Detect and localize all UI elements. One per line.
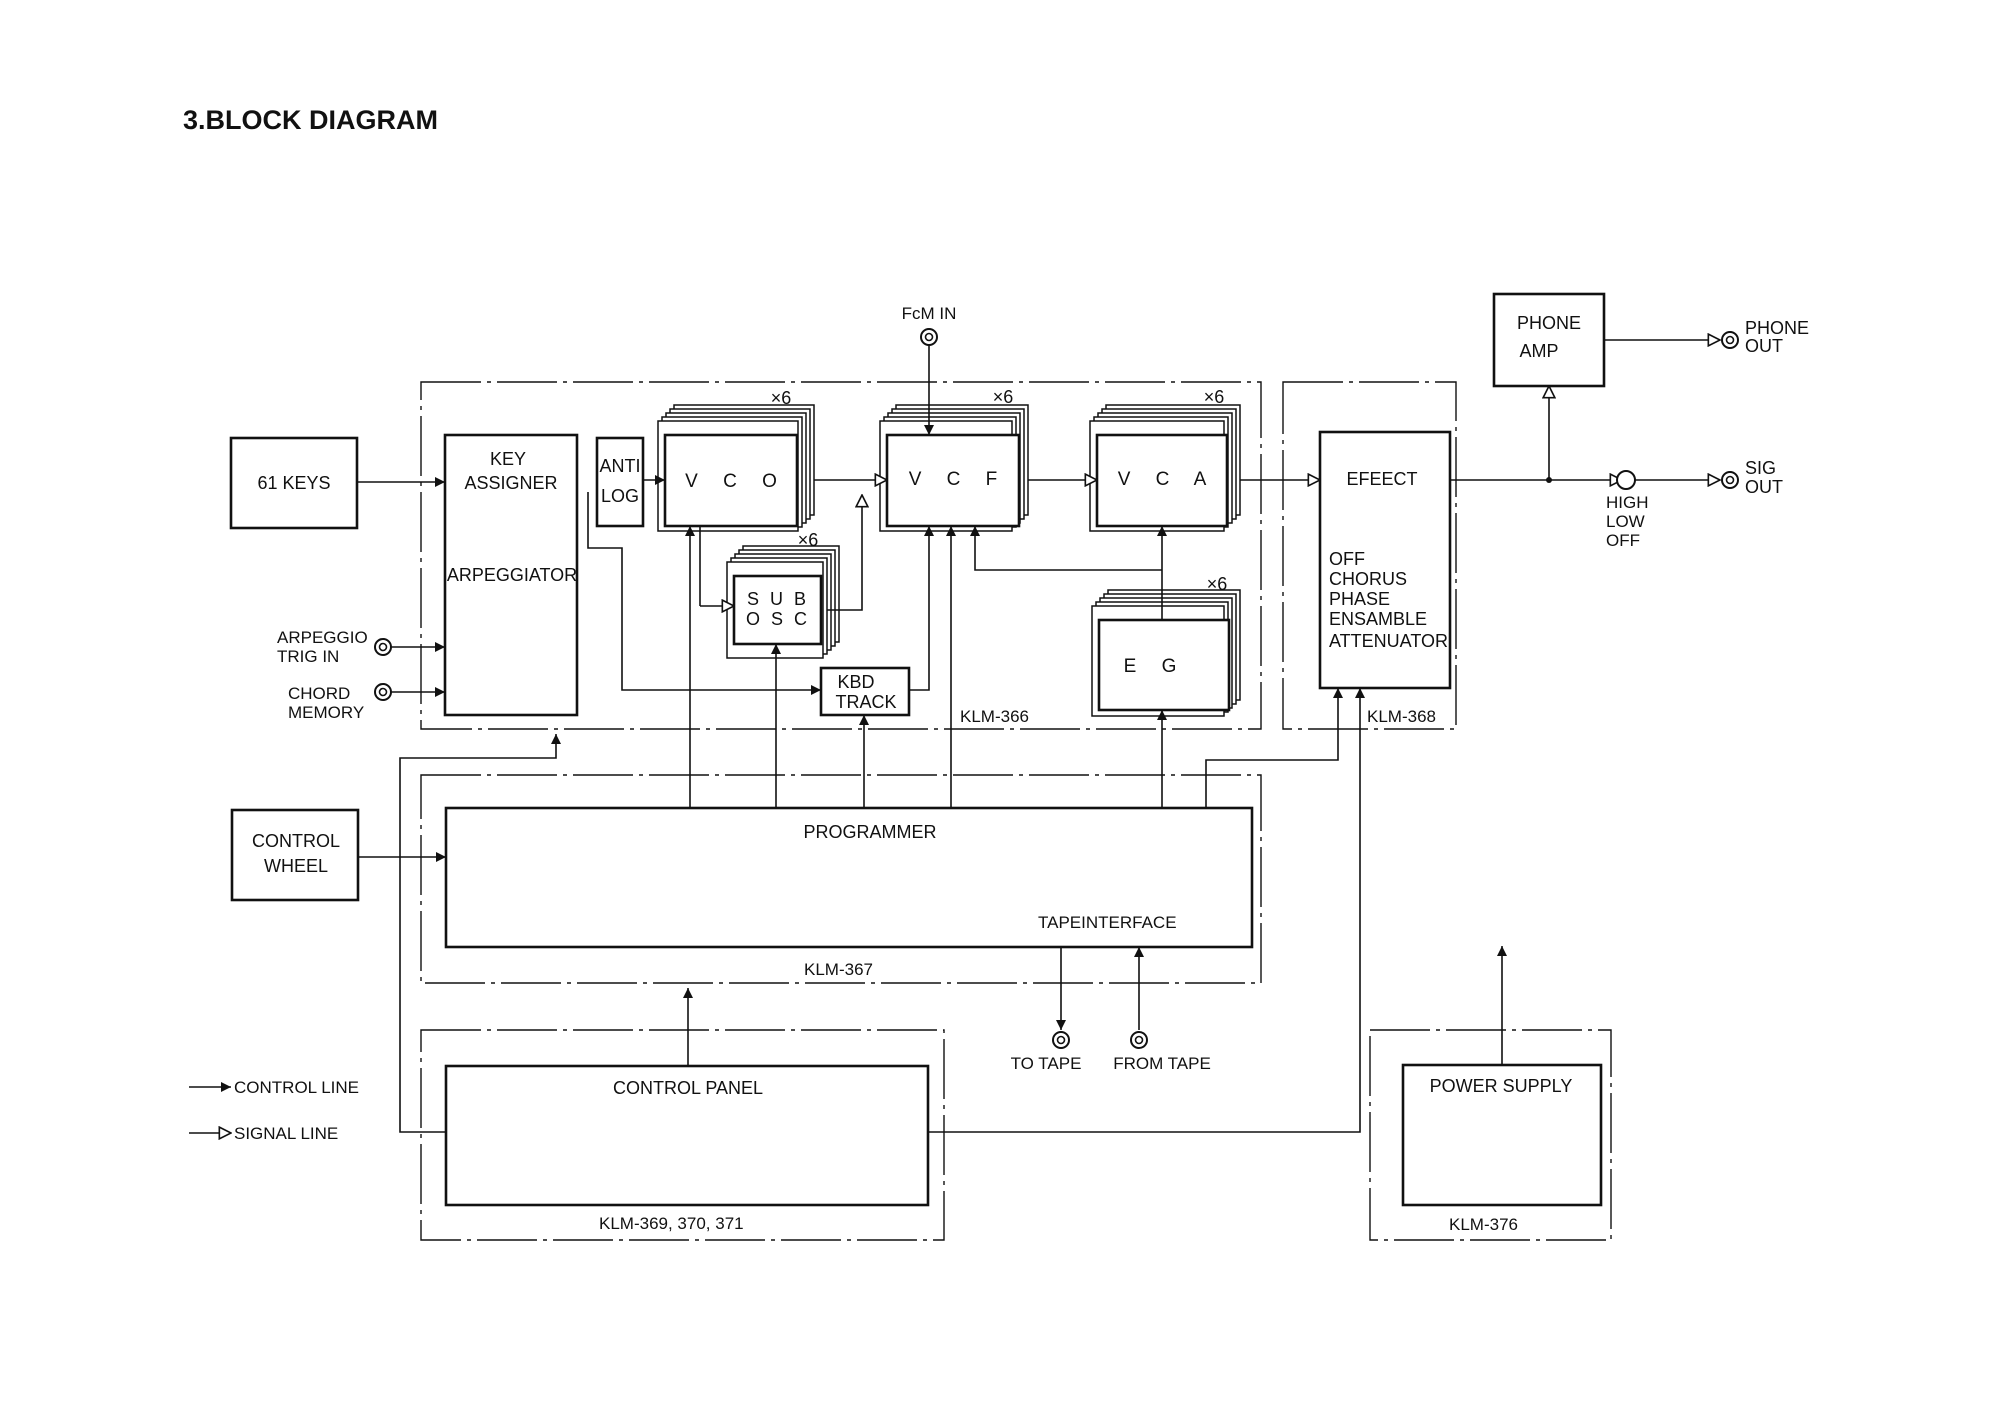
control-panel-label: CONTROL PANEL — [613, 1078, 763, 1098]
legend-signal-line-label: SIGNAL LINE — [234, 1124, 338, 1143]
power-supply-label: POWER SUPPLY — [1430, 1076, 1573, 1096]
sub-osc-multiplier: ×6 — [798, 530, 819, 550]
module-klm368-label: KLM-368 — [1367, 707, 1436, 726]
phone-out-label-1: PHONE — [1745, 318, 1809, 338]
vca-block — [1095, 433, 1229, 528]
arpeggio-trig-in-label-2: TRIG IN — [277, 647, 339, 666]
to-tape-label: TO TAPE — [1011, 1054, 1082, 1073]
from-tape-label: FROM TAPE — [1113, 1054, 1211, 1073]
vcf-multiplier: ×6 — [993, 387, 1014, 407]
kbd-track-block — [819, 666, 911, 717]
arpeggio-trig-in-jack — [374, 638, 392, 656]
sub-osc-label-2: O S C — [746, 609, 810, 629]
tape-interface-label: TAPEINTERFACE — [1038, 913, 1177, 932]
antilog-label-2: LOG — [601, 486, 639, 506]
phone-out-label-2: OUT — [1745, 336, 1783, 356]
legend-control-line-label: CONTROL LINE — [234, 1078, 359, 1097]
programmer-block — [444, 806, 1254, 949]
from-tape-jack — [1130, 1031, 1148, 1049]
effect-mode-attenuator: ATTENUATOR — [1329, 631, 1448, 651]
module-klm367-outline — [420, 774, 1262, 984]
sig-out-label-1: SIG — [1745, 458, 1776, 478]
module-klm367-label: KLM-367 — [804, 960, 873, 979]
vco-block — [663, 433, 799, 528]
module-klm368-outline — [1282, 381, 1457, 730]
arpeggiator-label: ARPEGGIATOR — [447, 565, 577, 585]
module-klm369-outline — [420, 1029, 945, 1241]
eg-block — [1097, 618, 1231, 712]
keys-61-block — [229, 436, 359, 530]
module-klm366-outline — [420, 381, 1262, 730]
effect-block — [1318, 430, 1452, 690]
effect-mode-phase: PHASE — [1329, 589, 1390, 609]
vca-multiplier: ×6 — [1204, 387, 1225, 407]
vcf-label: V C F — [909, 469, 1008, 490]
key-assigner-label-1: KEY — [490, 449, 526, 469]
phone-amp-label-1: PHONE — [1517, 313, 1581, 333]
kbd-track-label-2: TRACK — [835, 692, 896, 712]
module-klm376-label: KLM-376 — [1449, 1215, 1518, 1234]
vco-label: V C O — [685, 471, 787, 492]
sig-out-label-2: OUT — [1745, 477, 1783, 497]
arpeggio-trig-in-label-1: ARPEGGIO — [277, 628, 368, 647]
keys-61-label: 61 KEYS — [257, 473, 330, 493]
antilog-block — [595, 436, 645, 528]
programmer-label: PROGRAMMER — [803, 822, 936, 842]
high-low-off-label-3: OFF — [1606, 531, 1640, 550]
key-assigner-label-2: ASSIGNER — [464, 473, 557, 493]
diagram-title: 3.BLOCK DIAGRAM — [183, 105, 438, 135]
phone-amp-block — [1492, 292, 1606, 388]
high-low-off-label-2: LOW — [1606, 512, 1645, 531]
chord-memory-label-1: CHORD — [288, 684, 350, 703]
effect-mode-chorus: CHORUS — [1329, 569, 1407, 589]
eg-multiplier: ×6 — [1207, 574, 1228, 594]
control-wheel-label-2: WHEEL — [264, 856, 328, 876]
phone-amp-label-2: AMP — [1519, 341, 1558, 361]
key-assigner-block — [443, 433, 579, 717]
control-panel-block — [444, 1064, 930, 1207]
signal-lines — [699, 340, 1720, 610]
sub-osc-label-1: S U B — [747, 589, 809, 609]
antilog-label-1: ANTI — [599, 456, 640, 476]
vca-label: V C A — [1118, 469, 1217, 490]
to-tape-jack — [1052, 1031, 1070, 1049]
eg-label: E G — [1124, 656, 1187, 677]
fcm-in-label: FcM IN — [902, 304, 957, 323]
effect-mode-ensamble: ENSAMBLE — [1329, 609, 1427, 629]
module-klm366-label: KLM-366 — [960, 707, 1029, 726]
vco-multiplier: ×6 — [771, 388, 792, 408]
control-wheel-label-1: CONTROL — [252, 831, 340, 851]
effect-label: EFEECT — [1346, 469, 1417, 489]
control-wheel-block — [230, 808, 360, 902]
high-low-off-label-1: HIGH — [1606, 493, 1649, 512]
chord-memory-label-2: MEMORY — [288, 703, 364, 722]
power-supply-block — [1401, 1063, 1603, 1207]
sig-out-jack — [1721, 471, 1739, 489]
module-klm376-outline — [1369, 1029, 1612, 1241]
chord-memory-jack — [374, 683, 392, 701]
high-low-off-switch — [1616, 470, 1636, 490]
control-lines — [357, 341, 1507, 1133]
kbd-track-label-1: KBD — [837, 672, 874, 692]
phone-out-jack — [1721, 331, 1739, 349]
module-klm369-label: KLM-369, 370, 371 — [599, 1214, 744, 1233]
fcm-in-jack — [920, 328, 938, 346]
effect-mode-off: OFF — [1329, 549, 1365, 569]
